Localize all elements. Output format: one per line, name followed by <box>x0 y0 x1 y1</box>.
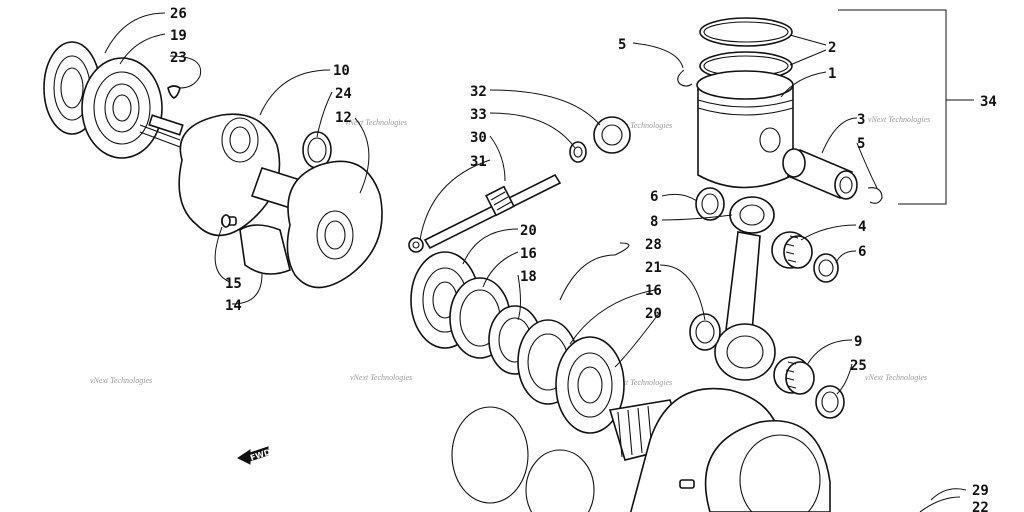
watermark: vNext Technologies <box>610 121 672 130</box>
crankshaft-output-half <box>608 387 831 512</box>
callout-32: 32 <box>470 84 487 100</box>
callout-3: 3 <box>857 112 865 128</box>
callout-4: 4 <box>858 219 866 235</box>
piston-part-1 <box>696 70 794 189</box>
callout-22: 22 <box>972 500 989 512</box>
callout-21: 21 <box>645 260 662 276</box>
callout-6-lower: 6 <box>858 244 866 260</box>
circlip-part-5 <box>677 69 693 87</box>
callout-19: 19 <box>170 28 187 44</box>
callout-23: 23 <box>170 50 187 66</box>
watermark: vNext Technologies <box>610 378 672 387</box>
callout-18: 18 <box>520 269 537 285</box>
circlip-part-5-right <box>867 187 883 204</box>
callout-10: 10 <box>333 63 350 79</box>
callout-25: 25 <box>850 358 867 374</box>
assembly-bracket <box>838 9 974 205</box>
gear-part-32 <box>593 116 631 154</box>
washer-part-31 <box>408 237 424 253</box>
snap-ring-bottom-left <box>451 406 529 504</box>
screw-part-15 <box>221 214 237 228</box>
needle-bearing-part-4 <box>771 231 813 269</box>
connecting-rod-part-8 <box>714 196 776 381</box>
callout-14: 14 <box>225 298 242 314</box>
watermark: vNext Technologies <box>868 115 930 124</box>
woodruff-key-part-23 <box>167 85 181 99</box>
callout-1: 1 <box>828 66 836 82</box>
watermark: vNext Technologies <box>345 118 407 127</box>
callout-26: 26 <box>170 6 187 22</box>
callout-9: 9 <box>854 334 862 350</box>
callout-12: 12 <box>335 110 352 126</box>
callout-8: 8 <box>650 214 658 230</box>
fwd-label: FWD <box>249 447 272 462</box>
callout-28: 28 <box>645 237 662 253</box>
bearing-part-20-right <box>555 336 625 434</box>
callout-30: 30 <box>470 130 487 146</box>
callout-34: 34 <box>980 94 997 110</box>
snap-ring-bottom-right <box>525 449 595 512</box>
watermark: vNext Technologies <box>350 373 412 382</box>
leader-lines <box>104 12 967 501</box>
needle-bearing-part-9 <box>773 356 815 395</box>
washer-part-6-lower <box>813 253 839 283</box>
watermark: vNext Technologies <box>90 376 152 385</box>
washer-part-21 <box>689 313 721 351</box>
callout-16-left: 16 <box>520 246 537 262</box>
crankshaft-half-part-12 <box>239 160 383 289</box>
snap-ring-part-28 <box>559 254 616 301</box>
watermark: vNext Technologies <box>865 373 927 382</box>
piston-pin-part-3 <box>782 148 858 200</box>
callout-29: 29 <box>972 483 989 499</box>
callout-5-right: 5 <box>857 136 865 152</box>
callout-15: 15 <box>225 276 242 292</box>
callout-33: 33 <box>470 107 487 123</box>
callout-6-top: 6 <box>650 189 658 205</box>
callout-16-right: 16 <box>645 283 662 299</box>
callouts: 26 19 23 10 24 12 32 33 30 31 5 2 1 34 3… <box>170 6 997 512</box>
callout-5-top: 5 <box>618 37 626 53</box>
bearing-part-19 <box>81 57 163 159</box>
callout-2: 2 <box>828 40 836 56</box>
callout-24: 24 <box>335 86 352 102</box>
washer-part-6-top <box>695 187 725 221</box>
callout-20-left: 20 <box>520 223 537 239</box>
shaft-part-30 <box>423 173 562 250</box>
callout-20-right: 20 <box>645 306 662 322</box>
callout-31: 31 <box>470 154 487 170</box>
fwd-arrow-icon: FWD <box>237 446 272 465</box>
part-29-22-outline <box>919 496 961 512</box>
